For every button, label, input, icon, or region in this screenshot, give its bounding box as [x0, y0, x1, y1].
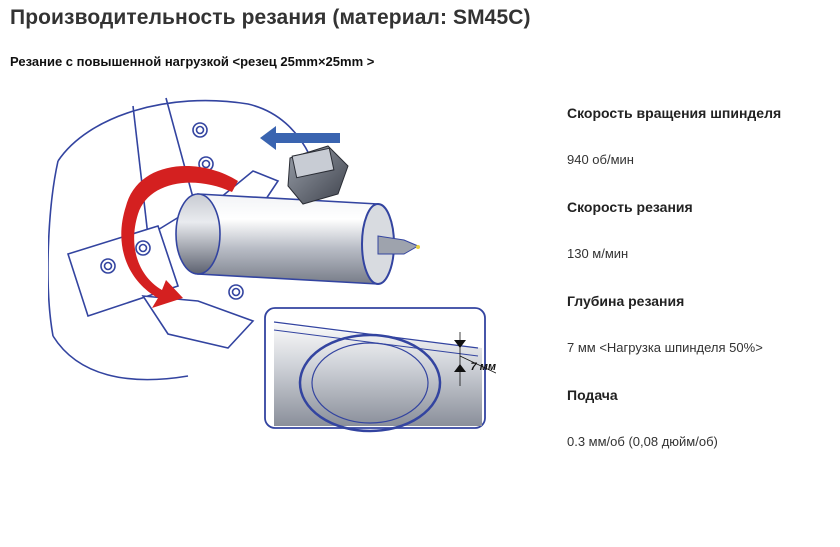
spec-label-spindle-speed: Скорость вращения шпинделя — [567, 105, 782, 121]
spec-label-cutting-speed: Скорость резания — [567, 199, 693, 215]
rotation-arrow-icon — [121, 166, 238, 308]
page-subtitle: Резание с повышенной нагрузкой <резец 25… — [10, 54, 375, 69]
cut-depth-label: 7 мм — [471, 361, 496, 373]
lathe-cutting-diagram: 7 мм — [47, 86, 499, 434]
feed-direction-arrow-icon — [260, 126, 340, 150]
page-title: Производительность резания (материал: SM… — [10, 6, 531, 29]
spec-value-cutting-speed: 130 м/мин — [567, 246, 629, 261]
spec-value-cut-depth: 7 мм <Нагрузка шпинделя 50%> — [567, 340, 763, 355]
cut-depth-inset — [264, 307, 499, 433]
cutting-tool-icon — [287, 145, 349, 205]
spec-value-spindle-speed: 940 об/мин — [567, 152, 634, 167]
cutting-specs: Скорость вращения шпинделя 940 об/мин Ск… — [567, 104, 837, 480]
workpiece-cylinder — [175, 193, 420, 285]
spec-value-feed: 0.3 мм/об (0,08 дюйм/об) — [567, 434, 718, 449]
spec-label-feed: Подача — [567, 387, 618, 403]
spec-label-cut-depth: Глубина резания — [567, 293, 685, 309]
